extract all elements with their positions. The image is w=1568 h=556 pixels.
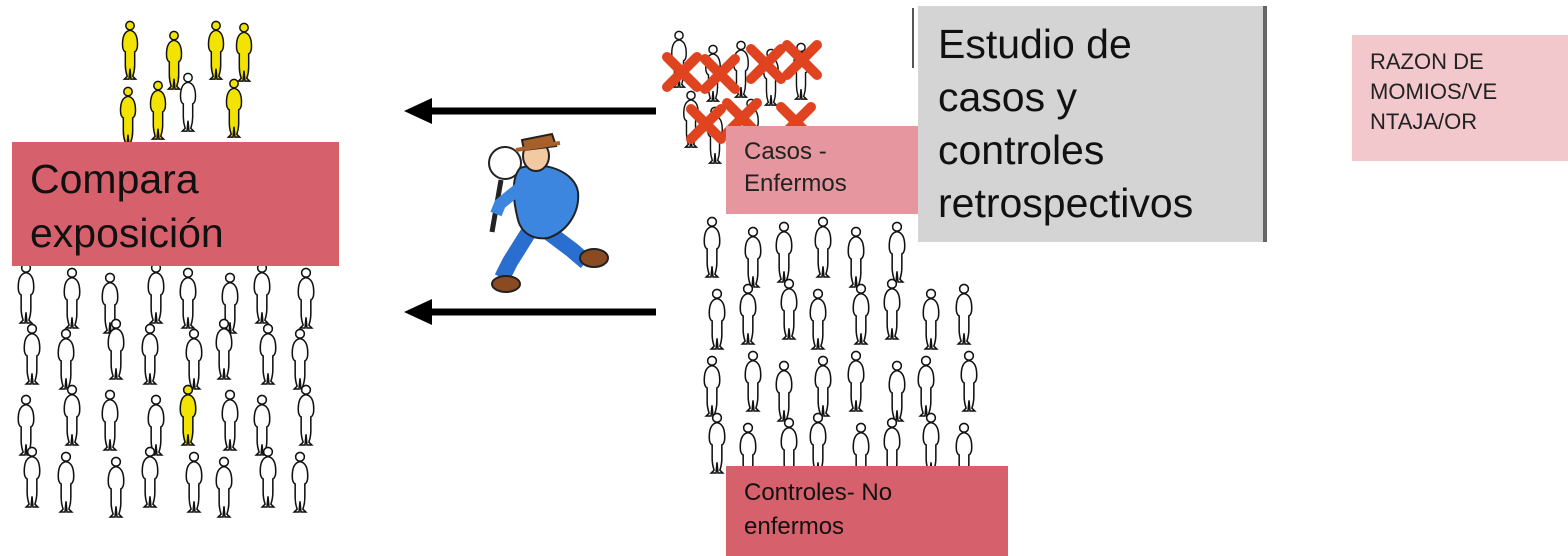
case-x-mark-icon (662, 52, 702, 92)
exposed-person-icon (207, 20, 225, 80)
person-icon (259, 323, 277, 385)
study-title-line: retrospectivos (938, 180, 1194, 226)
person-icon (883, 278, 901, 340)
study-box-edge (912, 8, 914, 68)
person-icon (141, 446, 159, 508)
arrow-left-icon (404, 98, 656, 124)
exposed-person-icon (119, 86, 137, 146)
person-icon (147, 262, 165, 324)
person-icon (57, 328, 75, 390)
person-icon (744, 350, 762, 412)
person-icon (291, 451, 309, 513)
person-icon (708, 288, 726, 350)
person-icon (847, 226, 865, 288)
compare-line: Compara (30, 156, 199, 202)
case-x-mark-icon (700, 54, 740, 94)
person-icon (739, 283, 757, 345)
compare-line: exposición (30, 210, 224, 256)
person-icon (259, 446, 277, 508)
exposed-person-icon (149, 80, 167, 140)
case-x-mark-icon (782, 40, 822, 80)
person-icon (917, 355, 935, 417)
odds-ratio-line: NTAJA/OR (1370, 109, 1478, 134)
person-icon (780, 278, 798, 340)
person-icon (703, 216, 721, 278)
cases-box: Casos - Enfermos (726, 126, 920, 214)
study-title-line: Estudio de (938, 21, 1132, 67)
person-icon (63, 267, 81, 329)
person-icon (960, 350, 978, 412)
person-icon (253, 394, 271, 456)
person-icon (141, 323, 159, 385)
controls-line: enfermos (744, 513, 845, 540)
person-icon (809, 288, 827, 350)
exposed-person-icon (235, 22, 253, 82)
person-icon (708, 412, 726, 474)
cases-line: Enfermos (744, 170, 847, 197)
odds-ratio-line: MOMIOS/VE (1370, 79, 1498, 104)
person-icon (63, 384, 81, 446)
person-icon (215, 456, 233, 518)
exposed-person-icon (225, 78, 243, 138)
person-icon (814, 355, 832, 417)
case-x-mark-icon (746, 44, 786, 84)
person-icon (23, 446, 41, 508)
person-icon (814, 216, 832, 278)
person-icon (852, 283, 870, 345)
study-title-line: casos y (938, 74, 1077, 120)
person-icon (775, 360, 793, 422)
person-icon (101, 389, 119, 451)
person-icon (888, 221, 906, 283)
exposed-person-icon (121, 20, 139, 80)
compare-exposure-box: Compara exposición (12, 142, 339, 266)
person-icon (703, 355, 721, 417)
person-icon (185, 328, 203, 390)
person-icon (107, 456, 125, 518)
cases-line: Casos - (744, 138, 827, 165)
person-icon (185, 451, 203, 513)
study-title-line: controles (938, 127, 1105, 173)
person-icon (23, 323, 41, 385)
arrow-left-icon (404, 299, 656, 325)
person-icon (955, 283, 973, 345)
person-icon (57, 451, 75, 513)
person-icon (809, 412, 827, 474)
person-icon (253, 262, 271, 324)
odds-ratio-box: RAZON DE MOMIOS/VE NTAJA/OR (1352, 35, 1568, 161)
person-icon (17, 262, 35, 324)
study-title-box: Estudio de casos y controles retrospecti… (918, 6, 1263, 242)
person-icon (291, 328, 309, 390)
detective-icon (488, 132, 609, 293)
exposed-person-icon (165, 30, 183, 90)
case-x-mark-icon (686, 104, 726, 144)
person-icon (922, 412, 940, 474)
person-icon (775, 221, 793, 283)
person-icon (888, 360, 906, 422)
odds-ratio-line: RAZON DE (1370, 49, 1484, 74)
person-icon (744, 226, 762, 288)
person-icon (17, 394, 35, 456)
person-icon (297, 267, 315, 329)
exposed-person-icon (179, 384, 197, 446)
controls-box: Controles- No enfermos (726, 466, 1008, 556)
controls-line: Controles- No (744, 479, 893, 506)
person-icon (221, 389, 239, 451)
person-icon (147, 394, 165, 456)
person-icon (179, 267, 197, 329)
person-icon (179, 72, 197, 132)
person-icon (297, 384, 315, 446)
person-icon (847, 350, 865, 412)
person-icon (922, 288, 940, 350)
